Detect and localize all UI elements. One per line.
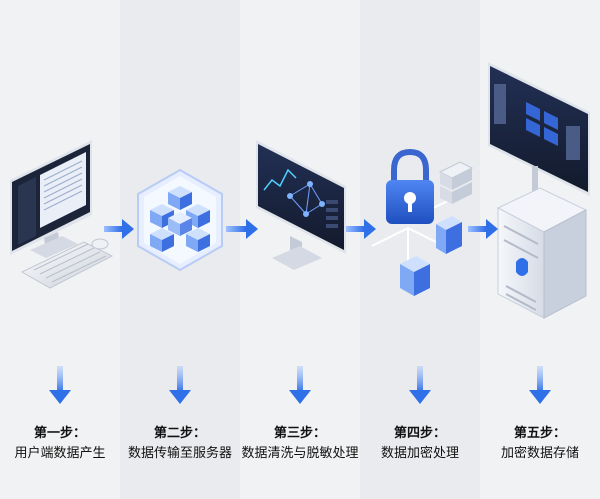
data-cubes-icon	[137, 168, 223, 272]
step-5-title: 加密数据存储	[500, 446, 579, 461]
step-3-label: 第三步：	[273, 426, 326, 441]
down-arrow-4	[409, 366, 431, 404]
desktop-computer-icon	[10, 140, 114, 289]
step-3-caption: 第三步： 数据清洗与脱敏处理	[240, 424, 360, 464]
step-5-label: 第五步：	[513, 426, 566, 441]
column-band-4	[360, 0, 480, 499]
step-5-caption: 第五步： 加密数据存储	[480, 424, 600, 464]
step-1-caption: 第一步： 用户端数据产生	[0, 424, 120, 464]
step-4-caption: 第四步： 数据加密处理	[360, 424, 480, 464]
step-1-label: 第一步：	[33, 426, 86, 441]
step-2-label: 第二步：	[153, 426, 206, 441]
padlock-encryption-icon	[371, 148, 474, 296]
flow-arrow-2	[226, 219, 258, 239]
down-arrow-2	[169, 366, 191, 404]
step-3-title: 数据清洗与脱敏处理	[241, 446, 359, 461]
server-storage-icon	[488, 62, 590, 319]
down-arrow-3	[289, 366, 311, 404]
down-arrow-5	[529, 366, 551, 404]
step-2-title: 数据传输至服务器	[127, 446, 232, 461]
flow-arrow-3	[346, 219, 376, 239]
flow-arrow-1	[104, 219, 134, 239]
down-arrow-1	[49, 366, 71, 404]
step-2-caption: 第二步： 数据传输至服务器	[120, 424, 240, 464]
step-4-label: 第四步：	[393, 426, 446, 441]
flow-arrow-4	[468, 219, 498, 239]
step-4-title: 数据加密处理	[380, 446, 459, 461]
step-1-title: 用户端数据产生	[14, 446, 106, 461]
analytics-monitor-icon	[256, 140, 346, 270]
